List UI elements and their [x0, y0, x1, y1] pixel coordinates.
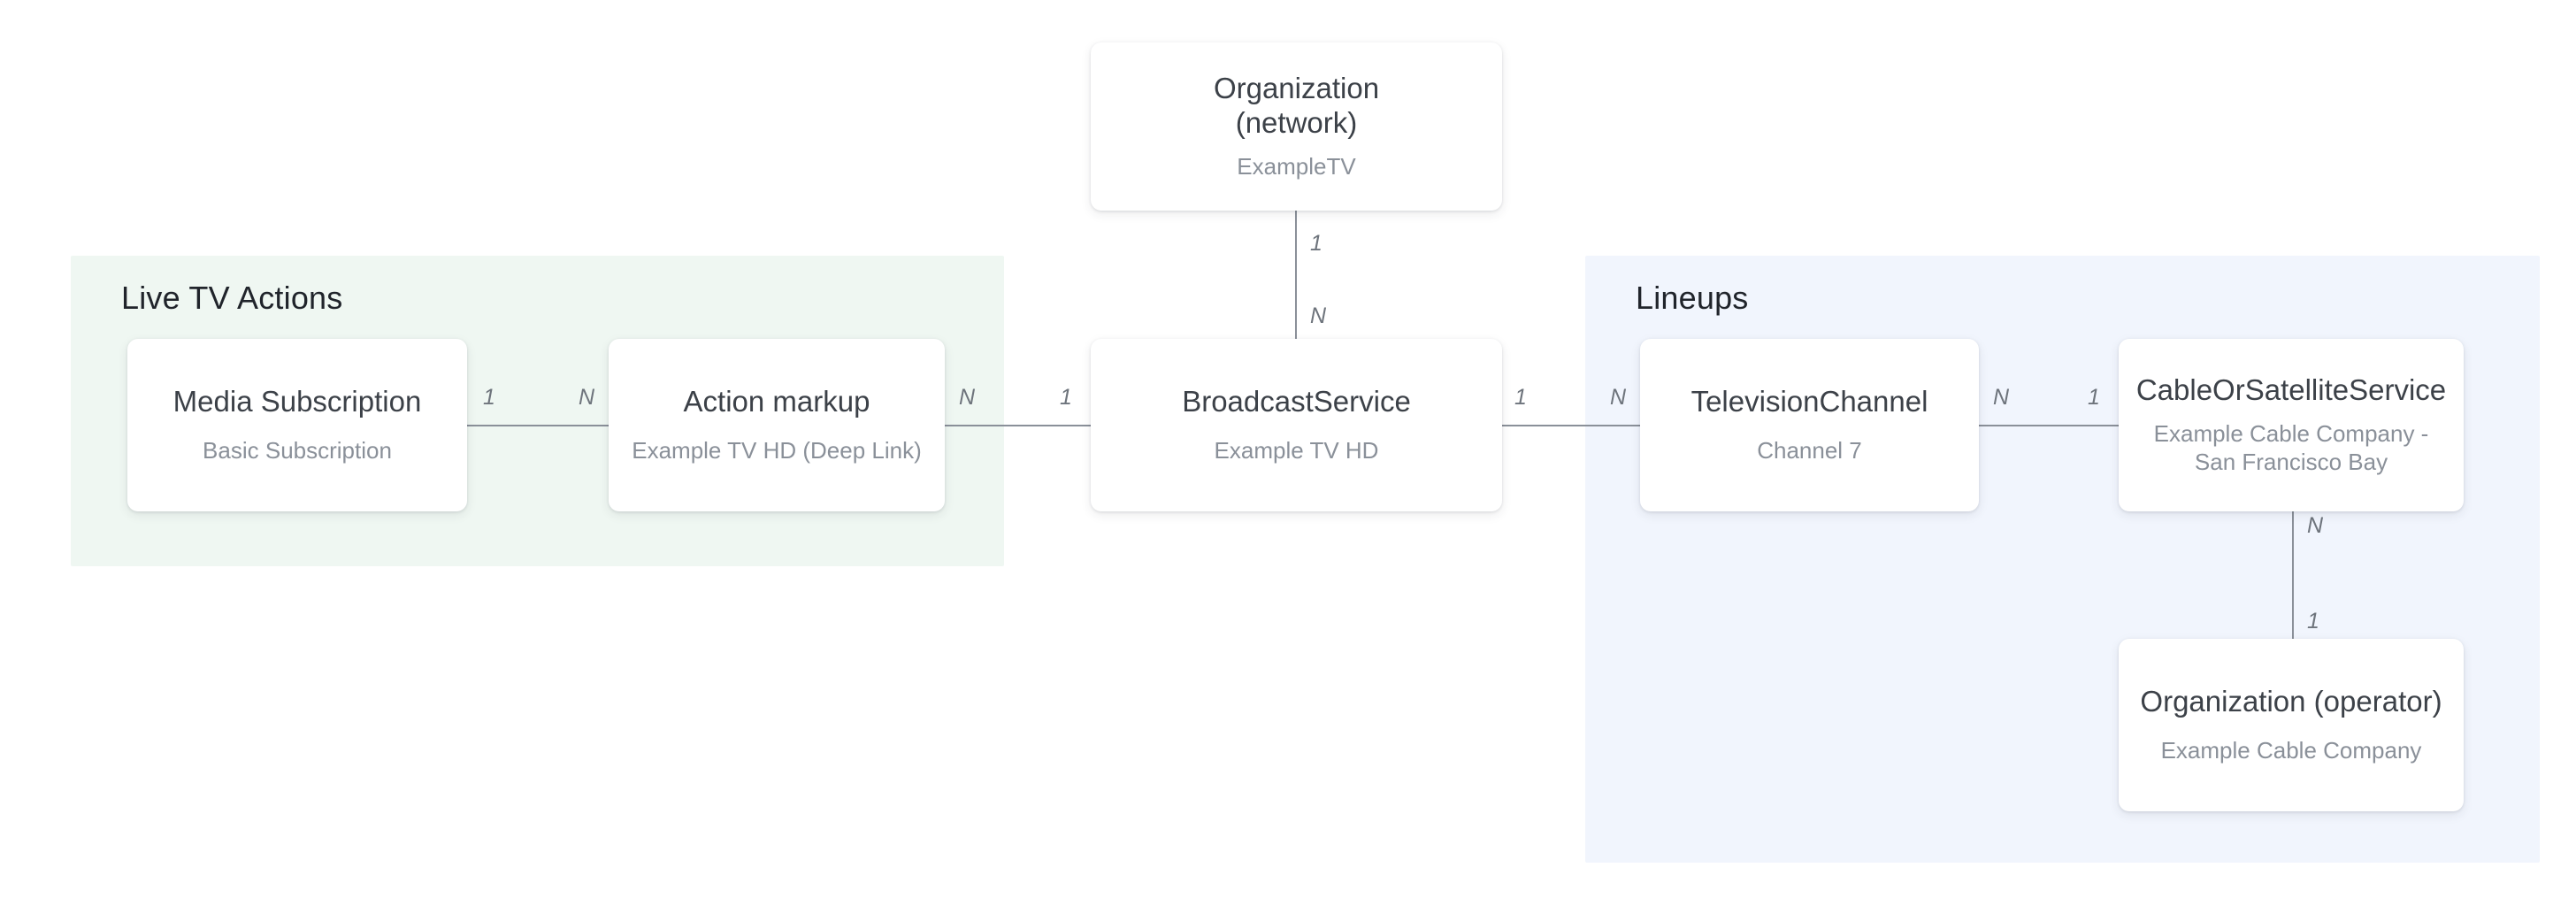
- cardinality-cable-or-satellite-service-in: 1: [2088, 385, 2100, 410]
- node-subtitle: Example Cable Company - San Francisco Ba…: [2153, 420, 2429, 475]
- node-subtitle: Basic Subscription: [203, 437, 392, 465]
- cardinality-media-subscription-out: 1: [483, 385, 495, 410]
- cardinality-broadcast-service-in-top: N: [1310, 303, 1327, 328]
- cardinality-broadcast-service-out-right: 1: [1514, 385, 1527, 410]
- edge-broadcast-service-television-channel: [1500, 425, 1640, 426]
- node-subtitle: Example Cable Company: [2160, 737, 2422, 764]
- cardinality-cable-or-satellite-service-out: N: [2307, 513, 2324, 538]
- cardinality-television-channel-out: N: [1993, 385, 2010, 410]
- edge-cable-or-satellite-service-organization-operator: [2292, 511, 2294, 641]
- group-title-lineups: Lineups: [1636, 280, 1749, 316]
- node-subtitle: Channel 7: [1757, 437, 1862, 465]
- node-organization-operator[interactable]: Organization (operator) Example Cable Co…: [2119, 639, 2464, 811]
- cardinality-action-markup-out: N: [959, 385, 976, 410]
- cardinality-organization-network-out: 1: [1310, 231, 1322, 256]
- cardinality-organization-operator-in: 1: [2307, 609, 2319, 633]
- edge-action-markup-broadcast-service: [945, 425, 1091, 426]
- node-subtitle: Example TV HD (Deep Link): [632, 437, 922, 465]
- node-subtitle: ExampleTV: [1237, 153, 1356, 180]
- edge-television-channel-cable-or-satellite-service: [1979, 425, 2119, 426]
- node-title: Media Subscription: [172, 385, 422, 418]
- node-title: TelevisionChannel: [1690, 385, 1928, 418]
- cardinality-action-markup-in: N: [579, 385, 595, 410]
- node-subtitle: Example TV HD: [1214, 437, 1379, 465]
- node-title: CableOrSatelliteService: [2135, 373, 2447, 407]
- edge-organization-network-broadcast-service: [1295, 211, 1297, 340]
- group-title-live-tv-actions: Live TV Actions: [121, 280, 343, 316]
- node-cable-or-satellite-service[interactable]: CableOrSatelliteService Example Cable Co…: [2119, 339, 2464, 511]
- node-media-subscription[interactable]: Media Subscription Basic Subscription: [127, 339, 467, 511]
- node-title: BroadcastService: [1182, 385, 1411, 418]
- node-television-channel[interactable]: TelevisionChannel Channel 7: [1640, 339, 1979, 511]
- node-organization-network[interactable]: Organization(network) ExampleTV: [1091, 42, 1502, 211]
- cardinality-broadcast-service-in-left: 1: [1060, 385, 1072, 410]
- node-action-markup[interactable]: Action markup Example TV HD (Deep Link): [609, 339, 945, 511]
- node-broadcast-service[interactable]: BroadcastService Example TV HD: [1091, 339, 1502, 511]
- node-title: Organization(network): [1213, 72, 1380, 140]
- edge-media-subscription-action-markup: [467, 425, 610, 426]
- node-title: Organization (operator): [2140, 685, 2442, 718]
- cardinality-television-channel-in: N: [1610, 385, 1627, 410]
- node-title: Action markup: [683, 385, 870, 418]
